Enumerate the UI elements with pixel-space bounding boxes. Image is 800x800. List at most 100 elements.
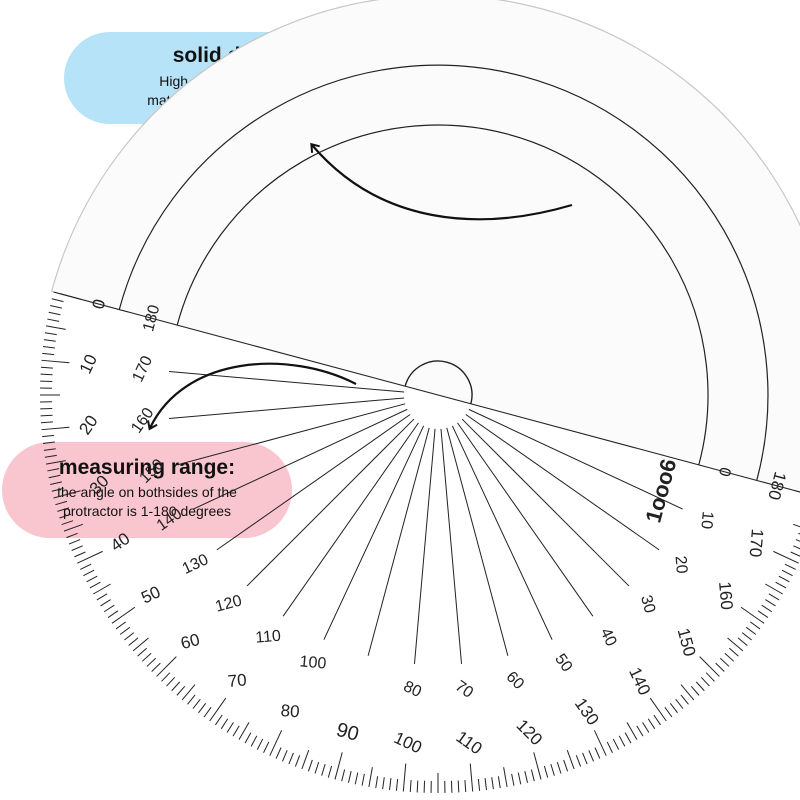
scale-tick <box>275 747 282 759</box>
scale-tick <box>161 672 171 682</box>
scale-tick <box>517 772 522 785</box>
outer-scale-label: 60 <box>179 630 202 653</box>
scale-tick <box>695 681 705 692</box>
radial-line <box>177 403 406 466</box>
scale-tick <box>282 750 288 762</box>
inner-scale-label: 70 <box>452 678 476 702</box>
outer-scale-label: 10 <box>76 351 101 376</box>
scale-tick <box>301 750 310 770</box>
inner-scale-label: 50 <box>551 651 575 675</box>
scale-tick <box>43 448 56 451</box>
scale-tick <box>321 763 326 776</box>
scale-tick <box>575 755 582 767</box>
scale-tick <box>232 725 240 737</box>
scale-tick <box>250 735 258 747</box>
scale-tick <box>41 359 70 364</box>
scale-tick <box>327 765 333 778</box>
scale-tick <box>47 318 60 322</box>
scale-tick <box>41 426 70 431</box>
radial-line <box>446 427 509 656</box>
scale-tick <box>784 563 796 570</box>
scale-tick <box>42 434 55 438</box>
scale-tick <box>96 593 108 601</box>
scale-tick <box>137 647 148 657</box>
scale-tick <box>124 632 135 641</box>
scale-tick <box>55 500 68 506</box>
scale-tick <box>89 581 101 589</box>
outer-scale-label: 120 <box>513 716 546 749</box>
scale-tick <box>768 593 780 601</box>
scale-tick <box>556 761 562 774</box>
scale-tick <box>42 345 55 349</box>
radial-line <box>451 425 553 640</box>
inner-scale-label: 140 <box>154 505 186 534</box>
scale-tick <box>40 373 53 376</box>
scale-tick <box>53 291 81 300</box>
scale-tick <box>307 759 313 772</box>
scale-tick <box>48 311 61 316</box>
scale-tick <box>334 752 343 780</box>
scale-tick <box>53 490 81 499</box>
scale-tick <box>503 767 508 788</box>
outer-scale-label: 160 <box>715 581 736 611</box>
radial-line <box>413 428 436 665</box>
scale-tick <box>675 698 684 709</box>
scale-tick <box>61 520 74 526</box>
scale-tick <box>761 604 773 613</box>
scale-tick <box>151 662 161 672</box>
scale-tick <box>594 747 601 759</box>
outer-scale-label: 150 <box>674 626 700 658</box>
scale-tick <box>63 523 83 532</box>
scale-tick <box>740 606 765 624</box>
scale-tick <box>491 777 494 790</box>
scale-tick <box>132 637 149 652</box>
scale-tick <box>42 441 55 445</box>
arrow-to-measuring-range <box>147 362 357 431</box>
scale-tick <box>198 702 207 714</box>
center-arc <box>404 360 473 404</box>
radial-line <box>457 422 594 617</box>
inner-scale-label: 110 <box>255 628 282 647</box>
scale-tick <box>795 490 800 493</box>
scale-tick <box>192 698 201 709</box>
inner-scale-label: 170 <box>130 353 157 384</box>
scale-tick <box>77 550 103 564</box>
radial-line <box>282 422 419 617</box>
scale-tick <box>47 468 60 472</box>
outer-scale-label: 50 <box>138 582 163 607</box>
scale-tick <box>647 718 656 730</box>
inner-scale-label: 100 <box>299 653 327 672</box>
scale-tick <box>416 780 419 793</box>
scale-tick <box>511 773 515 786</box>
scale-tick <box>288 752 294 765</box>
outer-scale-label: 70 <box>227 670 248 691</box>
scale-tick <box>741 632 752 641</box>
scale-tick <box>464 780 467 793</box>
outer-scale-label: 0 <box>89 297 110 311</box>
scale-tick <box>43 339 56 342</box>
scale-tick <box>45 460 66 465</box>
scale-tick <box>402 763 407 792</box>
scale-tick <box>737 637 748 646</box>
scale-tick <box>269 730 283 756</box>
protractor-body <box>50 0 800 493</box>
scale-tick <box>93 583 111 595</box>
radial-line <box>440 428 463 665</box>
scale-tick <box>51 298 64 303</box>
scale-tick <box>294 755 301 767</box>
baseline <box>59 293 800 493</box>
measuring-range-line-1: the angle on bothsides of the <box>57 484 237 500</box>
scale-tick <box>111 606 136 624</box>
outer-scale-label: 20 <box>75 412 101 438</box>
scale-tick <box>80 563 92 570</box>
scale-tick <box>354 772 359 785</box>
scale-tick <box>314 761 320 774</box>
scale-tick <box>588 750 594 762</box>
scale-tick <box>636 725 644 737</box>
scale-tick <box>533 752 542 780</box>
scale-tick <box>57 507 70 512</box>
radial-line <box>461 418 630 587</box>
scale-tick <box>119 626 131 635</box>
inner-scale-arc <box>118 64 769 481</box>
scale-tick <box>141 652 152 662</box>
